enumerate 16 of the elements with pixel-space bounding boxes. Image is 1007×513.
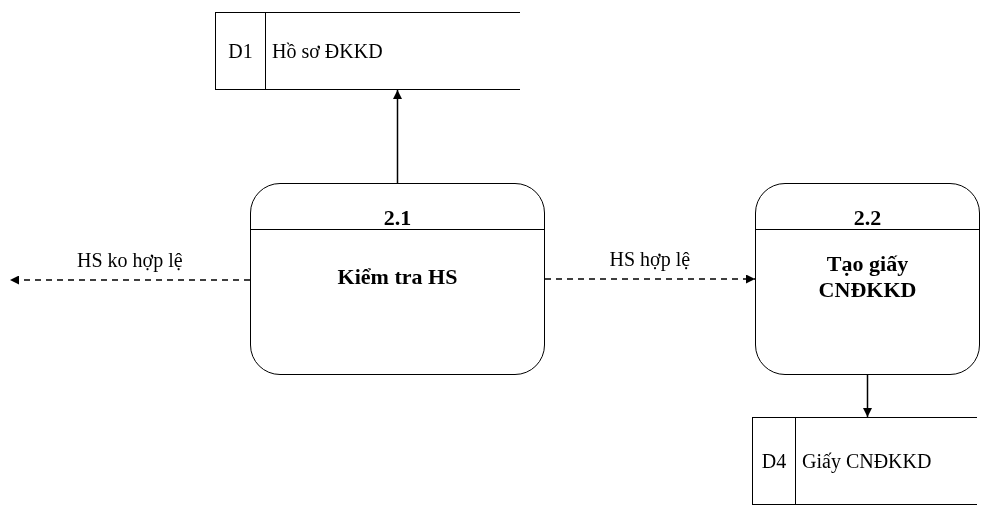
arrow [393, 89, 402, 184]
arrow [544, 274, 756, 284]
process-name: Tạo giấy CNĐKKD [817, 250, 918, 304]
arrow [863, 374, 872, 418]
process-number: 2.2 [756, 184, 979, 230]
process-box [755, 183, 980, 375]
process-number: 2.1 [251, 184, 544, 230]
process-box [250, 183, 545, 375]
store-name: Hồ sơ ĐKKD [271, 38, 383, 64]
data-store [752, 417, 977, 505]
process-name: Kiểm tra HS [336, 263, 459, 291]
arrow [9, 275, 251, 285]
store-name: Giấy CNĐKKD [801, 448, 932, 475]
data-store [215, 12, 520, 90]
store-id: D1 [216, 13, 266, 89]
store-id: D4 [753, 418, 796, 504]
